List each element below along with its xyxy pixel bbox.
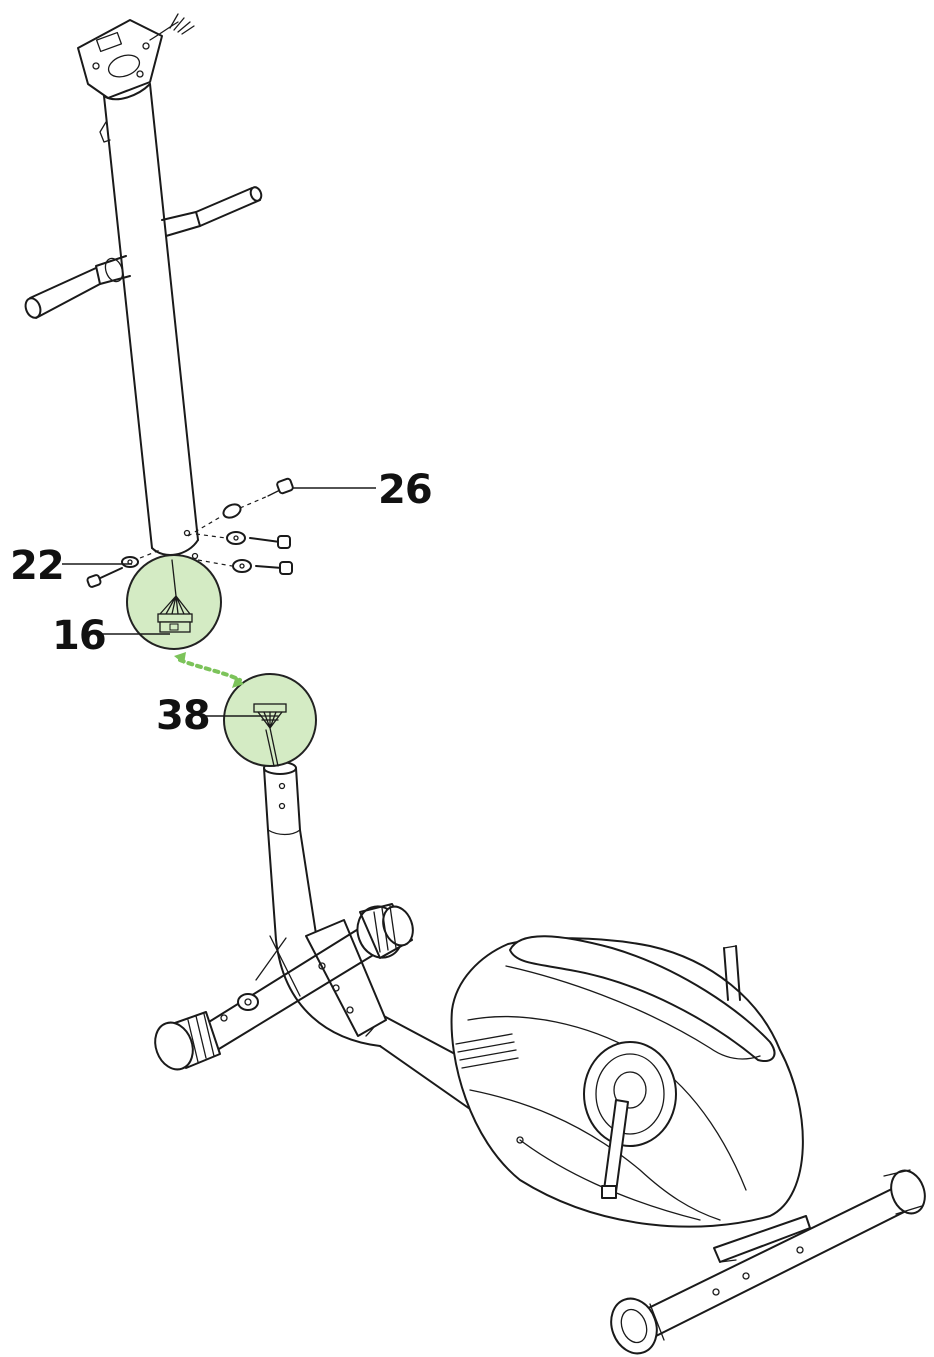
callout-22: 22 xyxy=(10,543,65,589)
dotted-arrow-icon xyxy=(174,652,244,688)
front-right-cap xyxy=(356,903,414,959)
front-left-cap xyxy=(154,1011,221,1071)
wire-connector-icon xyxy=(253,703,287,729)
wire-connector-icon xyxy=(157,595,193,633)
rear-left-cap xyxy=(610,1297,665,1355)
upright-post xyxy=(77,13,199,560)
handle-axle xyxy=(24,186,263,319)
connector-highlight-lower xyxy=(223,673,317,767)
callout-26: 26 xyxy=(378,467,433,513)
fasteners xyxy=(86,477,294,588)
rear-right-cap xyxy=(883,1169,926,1215)
callout-38: 38 xyxy=(156,693,211,739)
flywheel-housing xyxy=(450,935,804,1228)
lower-frame xyxy=(154,761,926,1355)
connector-highlight-upper xyxy=(126,554,222,650)
callout-16: 16 xyxy=(52,613,107,659)
